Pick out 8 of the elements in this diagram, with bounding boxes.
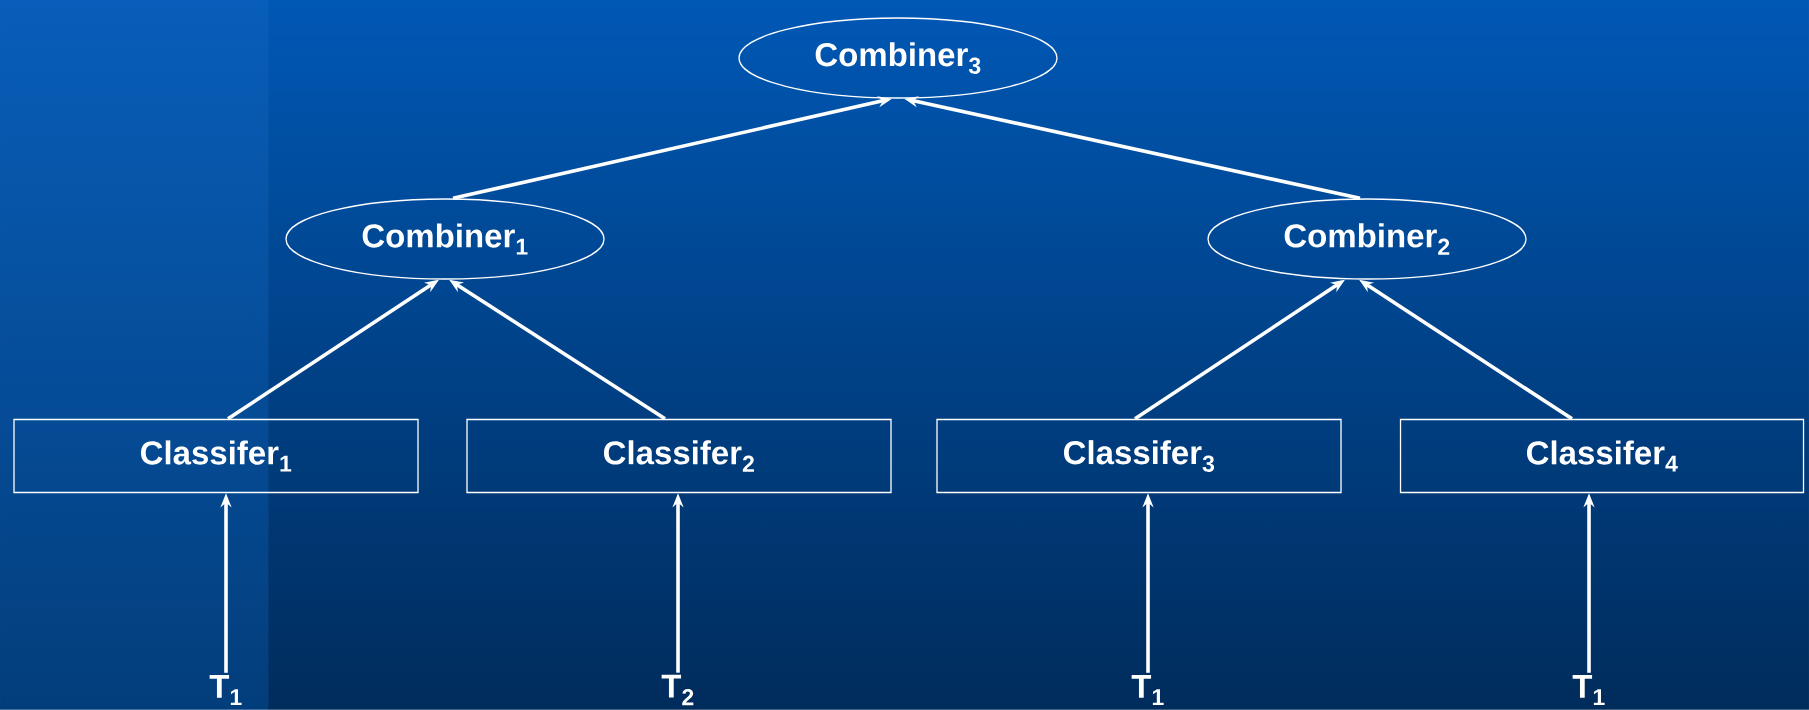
input-label: T$_{1}$: [1131, 675, 1164, 705]
input-label: T$_{2}$: [661, 674, 694, 706]
input-label: T$_{1}$: [209, 675, 242, 705]
classifier-box: Classifer$_{3}$: [936, 418, 1342, 494]
classifier-box: Classifer$_{2}$: [466, 418, 892, 494]
classifier-box: Classifer$_{4}$: [1399, 418, 1805, 494]
input-label: T$_{1}$: [1572, 675, 1605, 705]
classifier-box: Classifer$_{1}$: [13, 418, 419, 494]
